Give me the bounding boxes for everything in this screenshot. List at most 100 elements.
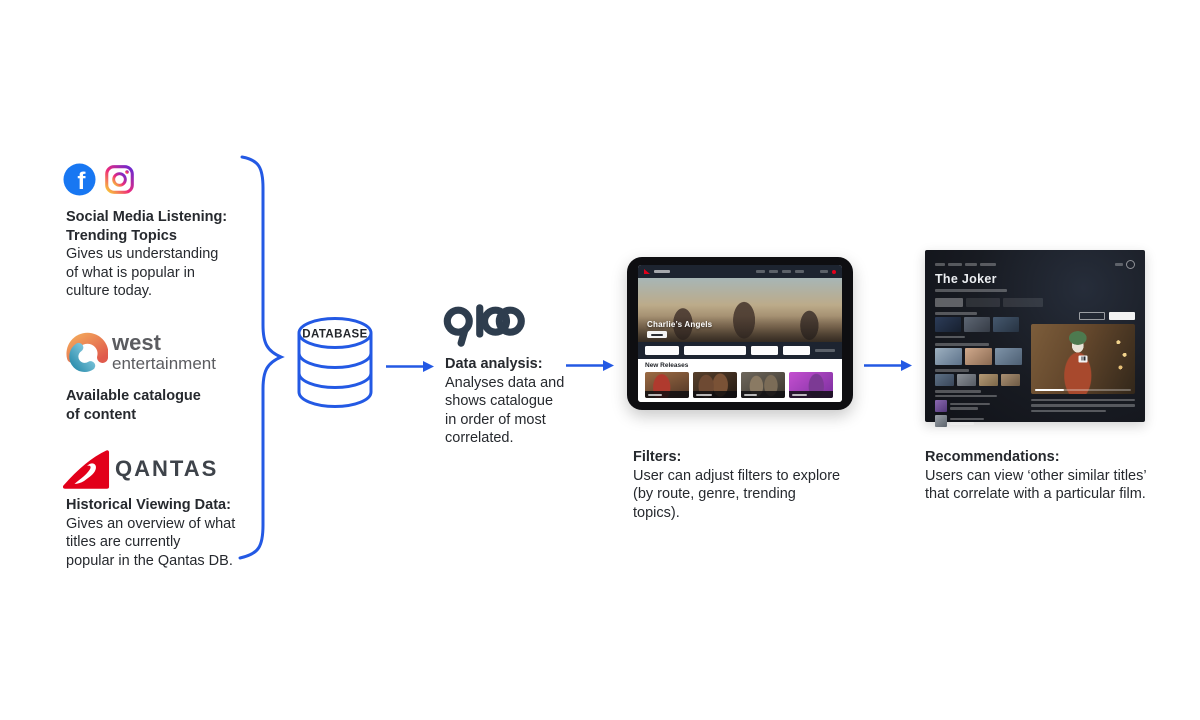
video-timeline: [1035, 388, 1131, 391]
tablet-hero-banner: Charlie’s Angels: [638, 278, 842, 342]
see-more-placeholder: [935, 335, 965, 338]
recommendations-caption-line2: that correlate with a particular film.: [925, 486, 1146, 502]
joker-title: The Joker: [935, 272, 997, 286]
arrow-filters-to-recommendations: [864, 359, 912, 377]
filters-caption-title: Filters:: [633, 449, 682, 465]
movie-thumb: [789, 372, 833, 398]
joker-sidebar: [935, 311, 1023, 432]
soundtrack-row: [935, 415, 1023, 427]
trending-thumb: [935, 348, 962, 365]
data-analysis-desc-line1: Analyses data and: [445, 374, 565, 391]
tab-overview-placeholder: [935, 297, 963, 307]
qantas-title: Historical Viewing Data:: [66, 497, 231, 513]
data-analysis-desc-line2: shows catalogue: [445, 393, 554, 409]
brace-connector: [236, 155, 286, 566]
related-thumb: [1001, 374, 1020, 386]
data-analysis-title: Data analysis:: [445, 356, 543, 372]
joker-subtitle-placeholder: [935, 289, 1007, 292]
tablet-filter-bar: [638, 342, 842, 359]
new-releases-label: New Releases: [645, 362, 689, 369]
social-title-line2: Trending Topics: [66, 227, 177, 244]
social-desc-line3: culture today.: [66, 283, 152, 299]
tab-recommendations-placeholder: [1003, 297, 1043, 307]
play-pause-icon: [1078, 355, 1088, 362]
west-title-line1: Available catalogue: [66, 388, 201, 404]
section-label-placeholder: [935, 369, 969, 372]
filters-caption-line2: (by route, genre, trending: [633, 486, 796, 502]
recommendations-caption-title: Recommendations:: [925, 449, 1060, 465]
filters-caption: Filters: User can adjust filters to expl…: [633, 448, 848, 522]
joker-main-panel: [1031, 311, 1135, 432]
arrow-qloo-to-filters: [566, 359, 614, 377]
similar-title-thumb: [964, 316, 990, 332]
filter-select-route: [645, 346, 679, 355]
filter-select-genre: [751, 346, 778, 355]
west-word-line1: west: [112, 330, 161, 355]
movie-thumb: [645, 372, 689, 398]
joker-topbar: [935, 260, 1135, 269]
joker-video-player: [1031, 323, 1135, 394]
west-word-line2: entertainment: [112, 354, 216, 373]
breadcrumb-placeholder: [948, 263, 962, 266]
breadcrumb-placeholder: [980, 263, 996, 266]
recommendations-caption: Recommendations: Users can view ‘other s…: [925, 448, 1170, 504]
track-title-placeholder: [950, 417, 984, 420]
primary-button-placeholder: [1109, 311, 1135, 320]
qantas-icon: [62, 449, 110, 495]
recommendations-screenshot: The Joker: [925, 250, 1145, 427]
social-desc-line2: of what is popular in: [66, 264, 195, 281]
tablet-qantas-logo-icon: [644, 269, 650, 274]
data-analysis-desc-line3: in order of most: [445, 411, 546, 428]
qantas-desc-line2: titles are currently: [66, 534, 181, 550]
desc-line-placeholder: [1031, 398, 1135, 401]
similar-title-thumb: [935, 316, 961, 332]
advanced-filters-placeholder: [815, 349, 835, 352]
tablet-logo-text-placeholder: [654, 270, 670, 273]
trending-thumb: [965, 348, 992, 365]
secondary-button-placeholder: [1079, 311, 1105, 320]
tablet-nav-placeholder: [769, 270, 778, 273]
hero-title: Charlie’s Angels: [647, 320, 713, 329]
section-sub-placeholder: [935, 395, 997, 397]
joker-tabs: [935, 297, 1135, 307]
facebook-icon: f: [63, 163, 96, 201]
similar-title-thumb: [993, 316, 1019, 332]
qantas-desc-line1: Gives an overview of what: [66, 515, 236, 532]
data-analysis-block: Data analysis: Analyses data and shows c…: [445, 355, 580, 448]
filter-search-input: [684, 346, 746, 355]
tablet-mockup: Charlie’s Angels New Releases: [627, 257, 853, 410]
avatar-icon: [1126, 260, 1135, 269]
album-art: [935, 400, 947, 412]
tablet-header: [638, 265, 842, 278]
tablet-cart-icon: [832, 269, 836, 274]
track-title-placeholder: [950, 402, 990, 405]
svg-text:f: f: [77, 168, 86, 195]
section-label-placeholder: [935, 343, 989, 346]
recommendations-caption-line1: Users can view ‘other similar titles’: [925, 467, 1147, 484]
trending-thumb: [995, 348, 1022, 365]
social-desc-line1: Gives us understanding: [66, 246, 219, 262]
database-icon: DATABASE: [296, 316, 374, 415]
related-thumb: [979, 374, 998, 386]
tablet-content: New Releases: [638, 359, 842, 402]
movie-thumb: [741, 372, 785, 398]
tablet-nav-placeholder: [782, 270, 791, 273]
hero-shade: [638, 316, 842, 342]
tablet-nav-placeholder: [795, 270, 804, 273]
database-label: DATABASE: [302, 329, 367, 341]
desc-line-placeholder: [1031, 404, 1135, 407]
qantas-desc-line3: popular in the Qantas DB.: [66, 552, 233, 569]
filters-caption-line1: User can adjust filters to explore: [633, 467, 841, 484]
filters-caption-line3: topics).: [633, 504, 680, 521]
qantas-caption: Historical Viewing Data: Gives an overvi…: [66, 496, 261, 570]
track-artist-placeholder: [950, 407, 978, 410]
section-label-placeholder: [935, 390, 981, 393]
movie-thumb: [693, 372, 737, 398]
arrow-db-to-qloo: [386, 360, 434, 378]
west-entertainment-icon: [66, 331, 109, 378]
related-thumb: [935, 374, 954, 386]
tablet-nav-placeholder: [756, 270, 765, 273]
hero-cta-button: [647, 331, 667, 338]
instagram-icon: [104, 164, 135, 200]
